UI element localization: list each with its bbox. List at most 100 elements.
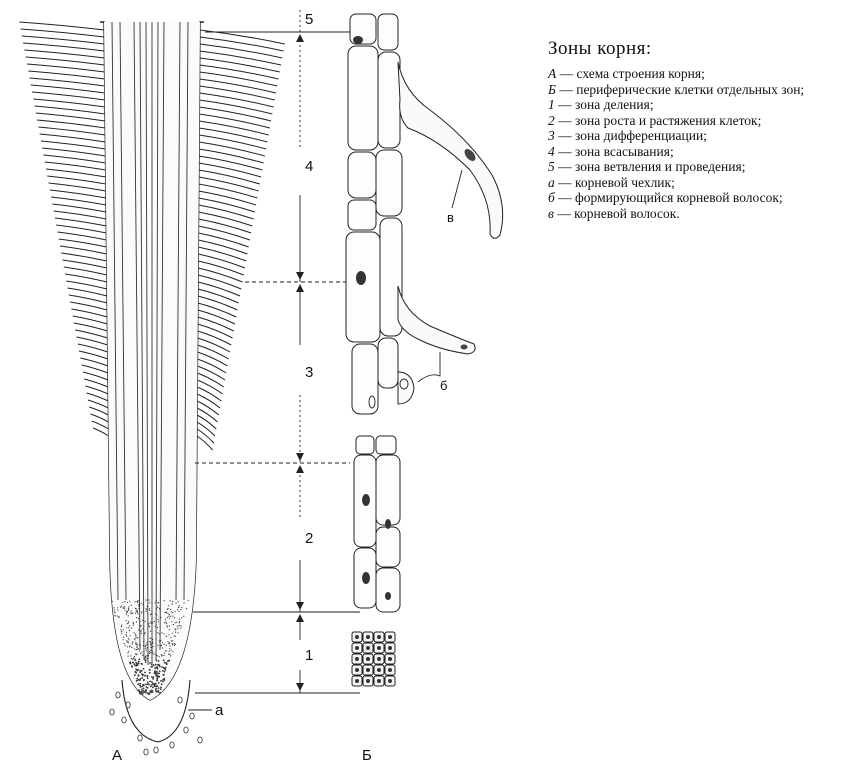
stipple-dot — [140, 632, 142, 635]
stipple-dot — [141, 688, 143, 691]
root-hair-line — [21, 35, 105, 45]
stipple-dot — [183, 615, 185, 617]
stipple-dot — [161, 670, 164, 672]
stipple-dot — [142, 668, 145, 670]
stipple-dot — [135, 668, 138, 671]
root-hair-line — [198, 218, 252, 234]
root-hair-label: в — [447, 210, 454, 225]
meristem-cell-nucleus — [355, 635, 359, 639]
cap-cell — [169, 741, 175, 749]
root-hair-line — [92, 427, 109, 437]
root-hair-line — [199, 50, 282, 66]
stipple-dot — [155, 654, 157, 656]
root-hair-line — [196, 414, 217, 430]
root-hair-line — [78, 350, 109, 360]
stipple-dot — [173, 635, 175, 637]
stipple-dot — [127, 607, 129, 609]
stipple-dot — [144, 657, 146, 659]
stipple-dot — [164, 661, 166, 664]
stipple-dot — [167, 660, 169, 662]
stipple-dot — [157, 663, 160, 666]
stipple-dot — [134, 664, 137, 667]
stipple-dot — [168, 642, 170, 644]
stipple-dot — [148, 599, 150, 601]
root-hair-line — [196, 400, 220, 416]
stipple-dot — [150, 684, 153, 686]
root-hair-line — [199, 78, 277, 94]
root-hair-line — [197, 316, 234, 332]
stipple-dot — [142, 679, 145, 682]
stipple-dot — [135, 621, 138, 623]
stipple-dot — [152, 676, 155, 679]
stipple-dot — [174, 610, 176, 612]
root-scheme: а А — [19, 21, 285, 764]
stipple-dot — [151, 691, 154, 693]
stipple-dot — [145, 647, 147, 650]
stipple-dot — [127, 637, 129, 639]
stipple-dot — [126, 610, 128, 612]
stipple-dot — [152, 642, 154, 644]
stipple-dot — [129, 600, 131, 602]
stipple-dot — [129, 635, 131, 637]
stipple-dot — [155, 670, 158, 673]
stipple-dot — [142, 641, 145, 643]
root-hair-line — [198, 211, 253, 227]
stipple-dot — [153, 670, 156, 672]
stipple-dot — [150, 689, 153, 692]
stipple-dot — [152, 652, 154, 654]
stipple-dot — [122, 639, 124, 641]
stipple-dot — [169, 648, 171, 650]
meristem-cell-nucleus — [377, 657, 381, 661]
stipple-dot — [136, 601, 138, 603]
stipple-dot — [138, 629, 140, 631]
stipple-dot — [157, 618, 159, 620]
stipple-dot — [178, 622, 180, 624]
root-hair-line — [19, 21, 105, 31]
stipple-dot — [141, 674, 144, 677]
stipple-dot — [135, 643, 137, 645]
root-hair-line — [197, 358, 227, 374]
stipple-dot — [145, 683, 147, 686]
stipple-dot — [151, 637, 153, 640]
root-hair-line — [87, 399, 109, 409]
root-hair-line — [197, 309, 236, 325]
root-hair-line — [62, 259, 107, 269]
stipple-dot — [168, 614, 170, 616]
stipple-dot — [150, 643, 152, 645]
root-hair-line — [72, 315, 108, 325]
stipple-dot — [144, 661, 147, 663]
stipple-dot — [134, 648, 136, 650]
stipple-dot — [124, 601, 126, 603]
stipple-dot — [120, 605, 123, 607]
cap-cell — [183, 726, 189, 734]
legend-item: а — корневой чехлик; — [548, 175, 838, 191]
stipple-dot — [148, 692, 151, 695]
meristem-cell-nucleus — [366, 679, 370, 683]
root-hair-line — [199, 113, 270, 129]
root-hair-line — [31, 91, 106, 101]
legend-title: Зоны корня: — [548, 38, 652, 59]
stipple-dot — [152, 641, 154, 643]
stipple-dot — [121, 630, 123, 633]
stipple-dot — [128, 639, 130, 641]
stipple-dot — [150, 652, 152, 654]
stipple-dot — [138, 644, 140, 646]
meristem-cell-nucleus — [355, 657, 359, 661]
stipple-dot — [168, 629, 170, 631]
stipple-dot — [139, 684, 141, 687]
stipple-dot — [155, 690, 158, 693]
stipple-dot — [139, 620, 141, 622]
cap-cell — [125, 701, 131, 709]
stipple-dot — [161, 655, 163, 657]
stipple-dot — [120, 629, 122, 631]
root-hair-line — [198, 239, 248, 255]
stipple-dot — [157, 644, 159, 646]
stipple-dot — [136, 677, 139, 680]
stipple-dot — [169, 617, 171, 620]
forming-hair-label: б — [440, 378, 447, 393]
stipple-dot — [146, 644, 148, 646]
stipple-dot — [132, 658, 134, 660]
stipple-dot — [132, 641, 134, 643]
stipple-dot — [155, 666, 158, 669]
